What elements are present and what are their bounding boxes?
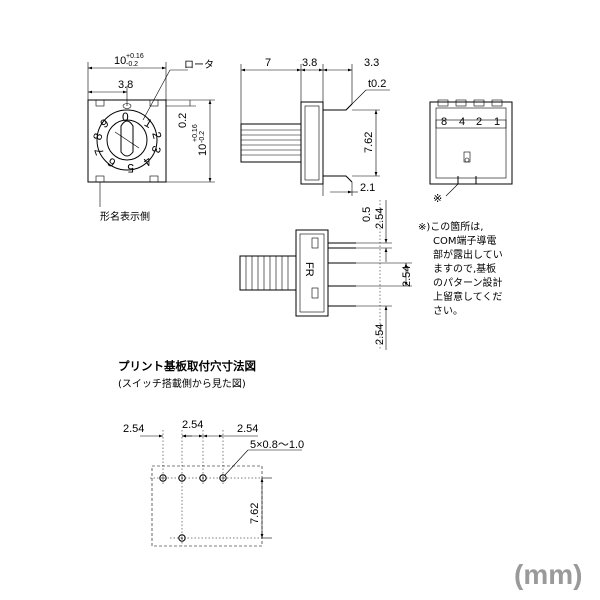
- dial-digit-5: 5: [127, 161, 134, 175]
- width-tol-upper: +0.16: [126, 53, 144, 60]
- foot-width: 2.1: [360, 182, 375, 194]
- shaft-grooves: [241, 129, 301, 156]
- rotor-pointer: [114, 131, 140, 149]
- note-leader: [445, 183, 459, 197]
- shaft-length: 7: [265, 57, 271, 69]
- pitch-top: 2.54: [374, 208, 386, 229]
- dial-digit-7: 7: [91, 146, 107, 157]
- front-shaft-grooves: [245, 256, 289, 290]
- row-spacing: 7.62: [249, 503, 261, 524]
- rotor-slot: [120, 120, 134, 157]
- hole-spec-leader: [224, 449, 249, 476]
- com-terminal: [457, 176, 477, 185]
- rotor-inner: [106, 119, 148, 161]
- pin-label-4: 4: [459, 116, 465, 128]
- note-line-1: ※)この箇所は,: [418, 220, 483, 233]
- front-view: FR 2.54 0.5 2.54 2.54: [239, 200, 413, 350]
- pcb-layout: プリント基板取付穴寸法図 (スイッチ搭載側から見た図) 2.54 2.5: [118, 359, 304, 547]
- side-body: [300, 101, 324, 185]
- rotor-label: ロータ: [184, 59, 214, 71]
- height-tol-lower: -0.2: [199, 131, 206, 143]
- rotor-outer: [96, 109, 158, 171]
- lower-pin: [323, 175, 353, 183]
- com-terminal-note: ※)この箇所は, COM端子導電 部が露出してい ますので,基板 のパターン設計…: [418, 220, 503, 317]
- pin-length: 3.3: [364, 57, 379, 69]
- side-height: 7.62: [363, 132, 375, 153]
- width-tol-lower: -0.2: [126, 61, 138, 68]
- rear-view: 8 4 2 1 ※: [429, 99, 513, 205]
- height-nominal: 10: [197, 144, 209, 156]
- pcb-pitch-2: 2.54: [182, 419, 203, 431]
- rotor-leader: [142, 69, 171, 121]
- pitch-bottom: 2.54: [374, 324, 386, 345]
- pitch-right: 2.54: [401, 266, 413, 287]
- note-line-2: COM端子導電: [433, 234, 496, 247]
- pin-label-8: 8: [441, 116, 447, 128]
- note-line-4: ますので,基板: [433, 262, 496, 275]
- height-tol-upper: +0.16: [192, 124, 199, 142]
- pcb-title: プリント基板取付穴寸法図: [118, 359, 256, 373]
- rear-pin-labels: 8 4 2 1: [441, 116, 500, 128]
- pin-label-1: 1: [494, 116, 500, 128]
- hole-spec: 5×0.8〜1.0: [250, 439, 304, 451]
- rotor-offset: 3.8: [118, 79, 133, 91]
- note-line-5: のパターン設計: [433, 276, 503, 289]
- dial-digit-3: 3: [148, 144, 164, 155]
- thickness-leader: [345, 89, 367, 111]
- pcb-pitch-3: 2.54: [237, 423, 258, 435]
- pin-offset: 0.5: [361, 207, 373, 222]
- rear-top-tabs: [437, 99, 503, 107]
- model-display-side-caption: 形名表示側: [100, 210, 150, 223]
- front-pins: [328, 242, 356, 307]
- front-body: [295, 229, 329, 317]
- dial-digit-8: 8: [90, 131, 105, 141]
- pin-label-2: 2: [476, 116, 482, 128]
- pcb-holes: [159, 474, 227, 542]
- front-shaft: [239, 255, 297, 291]
- note-line-3: 部が露出してい: [433, 248, 503, 261]
- front-marking: FR: [303, 262, 315, 277]
- top-view: 0 1 2 3 4 5 6 7 8 9 10 +0.16 -0.2 3.8 ロー…: [87, 53, 215, 223]
- pcb-subtitle: (スイッチ搭載側から見た図): [118, 377, 246, 390]
- body-depth: 3.8: [302, 57, 317, 69]
- dial-digit-0: 0: [122, 110, 129, 124]
- pcb-pitch-1: 2.54: [123, 423, 144, 435]
- dial-digit-2: 2: [149, 130, 164, 140]
- unit-label: (mm): [514, 559, 582, 590]
- width-nominal: 10: [114, 55, 126, 67]
- rear-body-outline: [429, 101, 513, 185]
- side-view: 7 3.8 3.3 t0.2 7.62 2.1: [240, 57, 390, 196]
- right-offset: 0.2: [177, 113, 189, 128]
- note-mark: ※: [433, 193, 442, 205]
- note-line-6: 上留意してくだ: [433, 290, 502, 303]
- upper-pin: [323, 103, 353, 111]
- terminal-thickness: t0.2: [368, 78, 386, 90]
- front-body-slots: [311, 237, 319, 299]
- note-line-7: さい。: [433, 305, 463, 317]
